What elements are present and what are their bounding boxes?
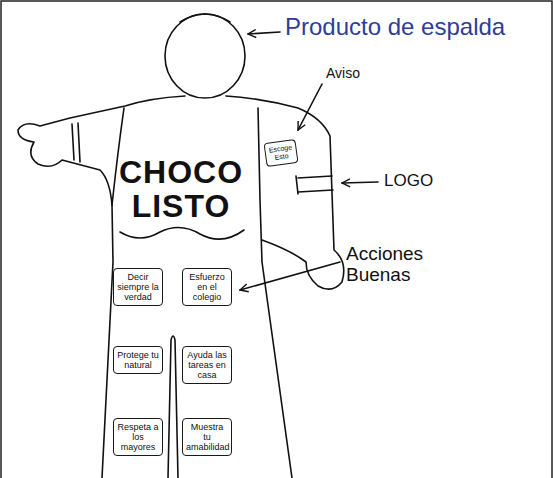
patch-text: Decir siempre la verdad	[117, 272, 159, 302]
product-label: Producto de espalda	[285, 14, 505, 40]
action-patch: Decir siempre la verdad	[113, 268, 163, 306]
patch-text: Protege tu natural	[117, 350, 159, 370]
callout-label: Acciones Buenas	[346, 244, 451, 286]
patch-text: Escoge Esto	[268, 143, 294, 162]
callout-label: LOGO	[384, 172, 433, 191]
action-patch: Esfuerzo en el colegio	[182, 268, 232, 306]
action-patch: Respeta a los mayores	[113, 418, 163, 456]
left-outline	[18, 96, 185, 478]
leader-arrow	[342, 182, 378, 183]
leader-arrow	[298, 84, 322, 130]
right-arm-outline	[226, 96, 344, 289]
head	[165, 14, 245, 98]
logo-text-box: CHOCO LISTO	[116, 156, 246, 223]
patch-text: Respeta a los mayores	[117, 422, 159, 452]
action-patch: Muestra tu amabilidad	[182, 418, 232, 456]
patch-text: Ayuda las tareas en casa	[186, 350, 228, 380]
logo-text: CHOCO LISTO	[116, 156, 246, 223]
logo-banner	[120, 227, 244, 239]
arm-band	[296, 176, 298, 194]
callout-label: Aviso	[326, 66, 360, 81]
left-arm-cuff	[78, 123, 80, 162]
action-patch: Protege tu natural	[113, 346, 163, 374]
action-patch: Ayuda las tareas en casa	[182, 346, 232, 384]
notice-patch: Escoge Esto	[264, 139, 299, 167]
patch-text: Esfuerzo en el colegio	[186, 272, 228, 302]
leg-inner	[168, 336, 178, 478]
helmet-top	[180, 14, 230, 22]
left-arm-cuff	[72, 124, 74, 160]
leader-arrow	[240, 262, 340, 290]
arm-band	[298, 176, 333, 192]
leader-arrow	[248, 32, 280, 34]
patch-text: Muestra tu amabilidad	[186, 422, 228, 452]
